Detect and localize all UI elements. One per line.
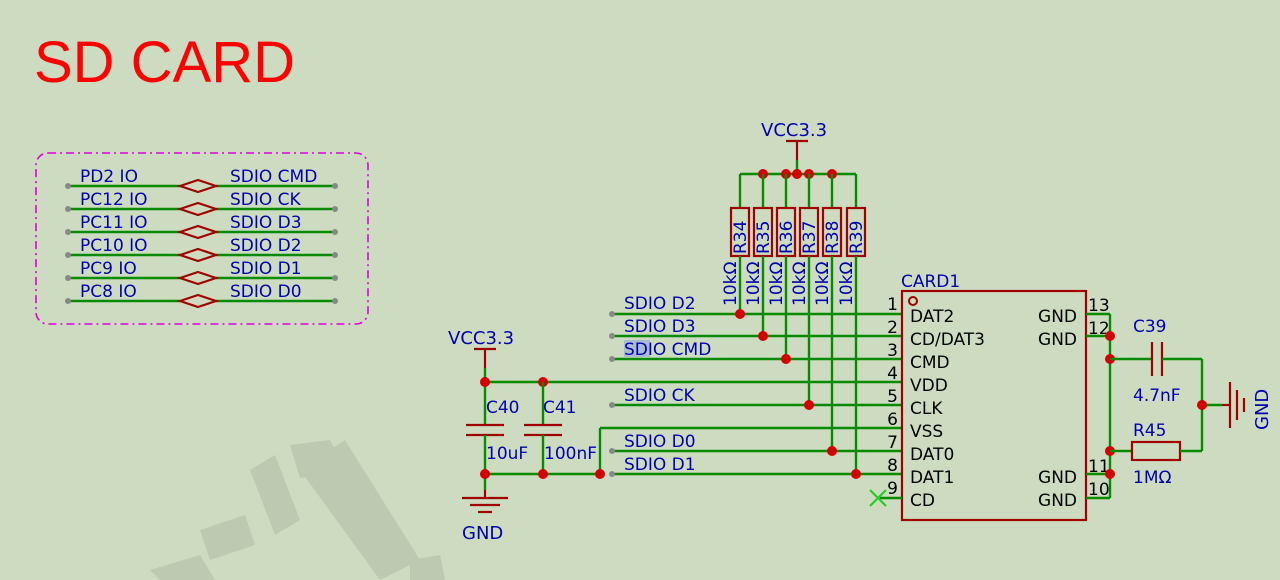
net-map-right-label: SDIO D2 [230,236,302,256]
capacitor-value: 4.7nF [1133,386,1181,406]
resistor-r38: R38 10kΩ [813,174,843,451]
resistor-r35: R35 10kΩ [744,174,774,336]
net-map-right-label: SDIO CK [230,190,302,210]
net-map-right-label: SDIO D1 [230,259,302,279]
capacitor-value: 10uF [486,444,528,464]
pin-name: CMD [910,353,950,373]
pin-number: 10 [1088,480,1110,500]
net-map-row: PC10 IO SDIO D2 [65,236,338,263]
resistor-r37: R37 10kΩ [790,174,820,405]
pin-number: 13 [1088,296,1110,316]
resistor-r34: R34 10kΩ [721,174,751,314]
net-map-right-label: SDIO D0 [230,282,302,302]
pullup-network: VCC3.3 R34 10kΩ R35 10kΩ R [721,120,867,474]
gnd-left-label: GND [462,523,503,544]
resistor-ref: R36 [777,221,797,254]
resistor-ref: R37 [800,221,820,254]
net-label-sdio-d0: SDIO D0 [624,432,696,452]
signal-nets: SDIO D2 SDIO D3 SDIO CMD SDIO CK SDIO D0… [609,294,902,479]
net-map-left-label: PC10 IO [80,236,148,256]
pin-name: VSS [910,422,943,442]
net-map-row: PC12 IO SDIO CK [65,190,338,217]
resistor-r36: R36 10kΩ [767,174,797,359]
pin-name: CD/DAT3 [910,330,985,350]
resistor-value: 10kΩ [721,262,741,306]
net-label-sdio-d1: SDIO D1 [624,455,696,475]
capacitor-ref: C39 [1133,317,1167,337]
resistor-r45: R45 1MΩ [1110,421,1202,488]
resistor-value: 1MΩ [1133,468,1171,488]
pin-number: 6 [887,410,898,430]
vcc-left-label: VCC3.3 [448,328,514,349]
net-map-left-label: PC12 IO [80,190,148,210]
net-map-row: PC8 IO SDIO D0 [65,282,338,309]
pin-name: GND [1038,330,1077,350]
net-map-row: PC11 IO SDIO D3 [65,213,338,240]
pin-name: GND [1038,468,1077,488]
resistor-value: 10kΩ [837,262,857,306]
pin-name: DAT0 [910,445,954,465]
pin-number: 5 [887,387,898,407]
pin-name: VDD [910,376,948,396]
net-label-sdio-d2: SDIO D2 [624,294,696,314]
pin-number: 3 [887,341,898,361]
pin-name: DAT2 [910,307,954,327]
pin-name: CD [910,491,935,511]
capacitor-c40: C40 10uF [466,398,528,464]
shield-network: C39 4.7nF R45 1MΩ GND [1110,317,1273,488]
capacitor-ref: C40 [486,398,520,418]
net-map-right-label: SDIO CMD [230,167,317,187]
pin-name: DAT1 [910,468,954,488]
pin-number: 9 [887,479,898,499]
resistor-ref: R38 [823,221,843,254]
net-map-left-label: PC8 IO [80,282,137,302]
ground-symbol: GND [462,490,508,544]
pin-name: GND [1038,307,1077,327]
resistor-ref: R34 [731,221,751,254]
no-connect-marker [869,489,887,507]
card-ref: CARD1 [901,272,960,292]
capacitor-c41: C41 100nF [524,398,597,464]
page-title: SD CARD [34,30,295,95]
net-map-left-label: PD2 IO [80,167,138,187]
net-map-left-label: PC9 IO [80,259,137,279]
resistor-value: 10kΩ [813,262,833,306]
net-map-left-label: PC11 IO [80,213,148,233]
net-label-sdio-ck: SDIO CK [624,386,696,406]
net-map-right-label: SDIO D3 [230,213,302,233]
ground-symbol: GND [1222,382,1273,430]
pin-number: 2 [887,318,898,338]
pin-name: GND [1038,491,1077,511]
net-map-box: PD2 IO SDIO CMD PC12 IO SDIO CK PC11 IO … [35,152,369,325]
resistor-r39: R39 10kΩ [837,174,867,474]
decoupling: VCC3.3 C40 10uF C41 100nF [448,328,902,544]
resistor-value: 10kΩ [744,262,764,306]
watermark [150,440,445,580]
resistor-ref: R35 [754,221,774,254]
pin-number: 7 [887,433,898,453]
pin-name: CLK [910,399,943,419]
resistor-ref: R39 [847,221,867,254]
capacitor-c39: C39 4.7nF [1110,317,1202,406]
pin-number: 1 [887,295,898,315]
pin-number: 12 [1088,319,1110,339]
resistor-ref: R45 [1133,421,1166,441]
net-label-sdio-cmd: SDIO CMD [624,340,711,360]
card-connector: CARD1 1 DAT2 2 CD/DAT3 3 CMD 4 VDD 5 CLK… [869,272,1115,522]
net-map-row: PC9 IO SDIO D1 [65,259,338,286]
capacitor-value: 100nF [544,444,597,464]
pin-number: 8 [887,456,898,476]
pin-number: 4 [887,364,898,384]
gnd-right-label: GND [1252,389,1273,430]
net-map-row: PD2 IO SDIO CMD [65,167,338,194]
capacitor-ref: C41 [543,398,577,418]
selection-highlight [624,340,650,357]
resistor-value: 10kΩ [767,262,787,306]
vcc-top-label: VCC3.3 [761,120,827,141]
resistor-value: 10kΩ [790,262,810,306]
pin-number: 11 [1088,457,1110,477]
net-label-sdio-d3: SDIO D3 [624,317,696,337]
